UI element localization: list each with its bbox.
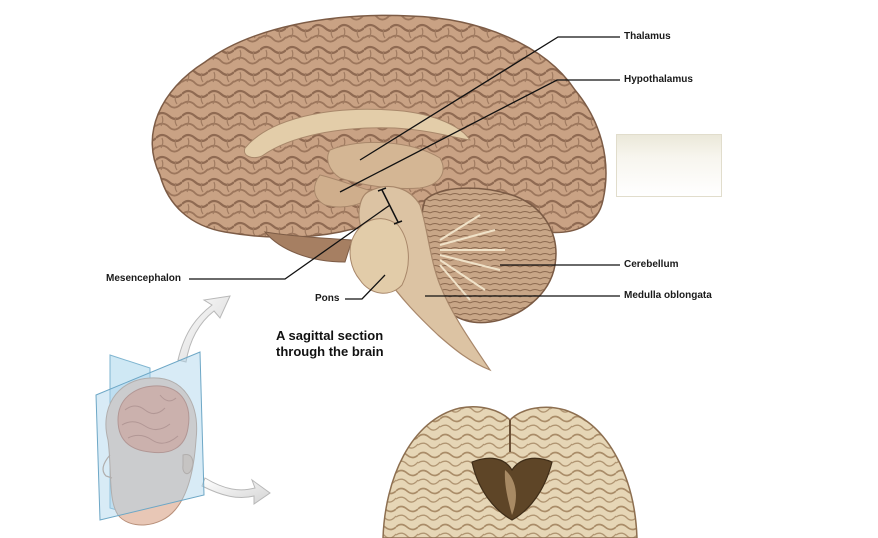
label-pons: Pons [315,293,340,304]
head-planes-illustration [95,295,271,526]
thalamus-leader [359,36,620,161]
head-brain-folds [121,394,179,444]
label-answer-box[interactable] [616,134,722,197]
temporal-lobe [263,231,353,263]
hypothalamus-leader [339,79,620,193]
septum [504,470,516,515]
pons-leader [345,274,386,300]
arrow-to-sagittal [177,295,231,363]
figure-caption: A sagittal section through the brain [276,328,436,360]
coronal-brain-section [382,406,638,538]
hypothalamus-region [314,174,376,208]
head-ear [182,453,194,475]
head-face [102,454,113,479]
mesencephalon-bracket [377,187,403,225]
label-cerebellum: Cerebellum [624,259,679,270]
corpus-callosum [243,108,472,159]
label-medulla-oblongata: Medulla oblongata [624,290,712,301]
caption-line-2: through the brain [276,344,384,359]
mesencephalon-leader [189,204,391,280]
pons-region [349,218,409,294]
label-thalamus: Thalamus [624,31,671,42]
caption-line-1: A sagittal section [276,328,384,343]
arbor-vitae [439,214,505,301]
label-hypothalamus: Hypothalamus [624,74,693,85]
coronal-plane [95,351,205,521]
label-mesencephalon: Mesencephalon [106,273,182,284]
arrow-to-coronal [201,477,271,505]
leader-lines [189,36,620,300]
